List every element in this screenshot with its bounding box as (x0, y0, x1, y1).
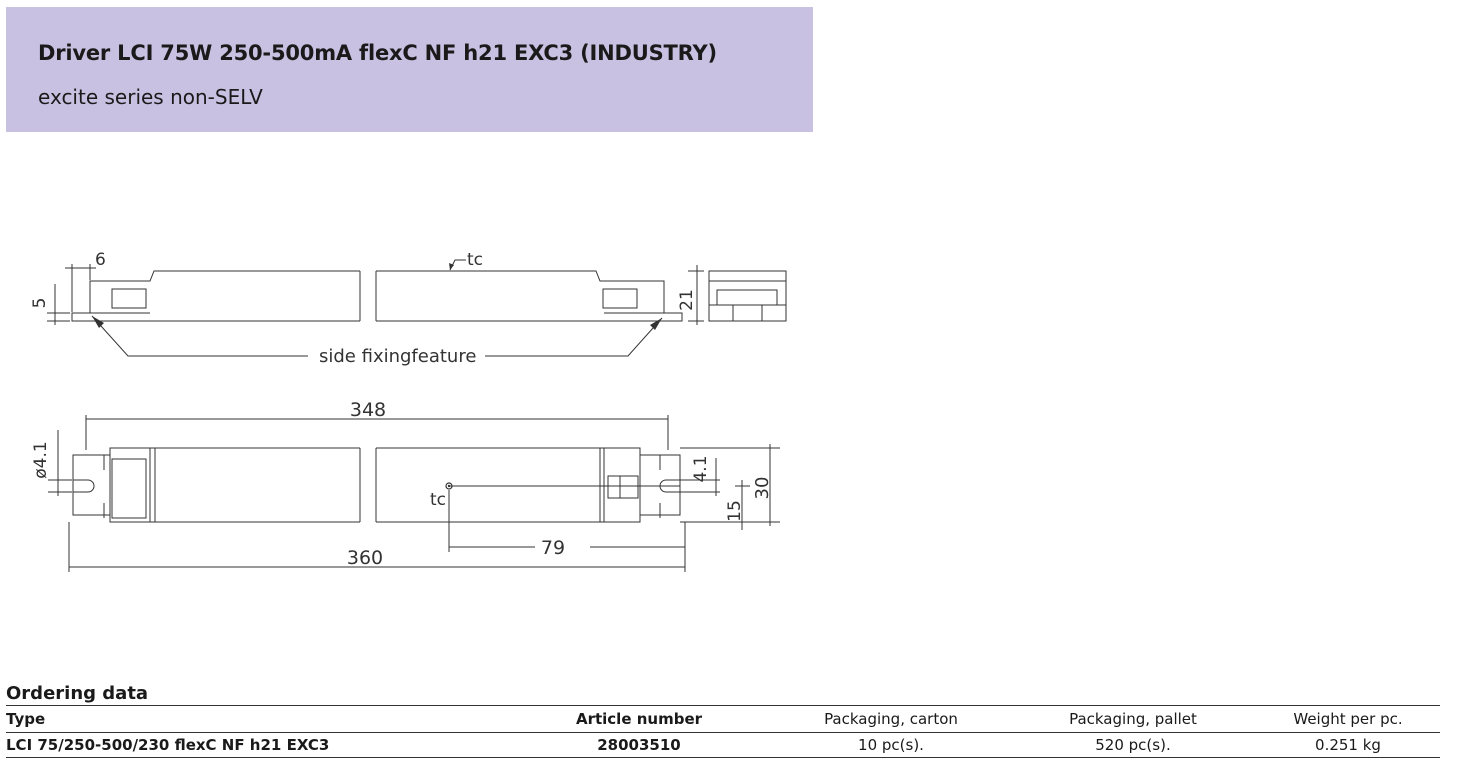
table-header-row: Type Article number Packaging, carton Pa… (6, 705, 1440, 733)
cell-type: LCI 75/250-500/230 flexC NF h21 EXC3 (6, 732, 506, 758)
product-title: Driver LCI 75W 250-500mA flexC NF h21 EX… (38, 41, 717, 65)
tc-top-label: tc (430, 490, 446, 510)
dim-348-label: 348 (350, 399, 386, 421)
side-fixing-label: side fixingfeature (319, 346, 476, 367)
product-header: Driver LCI 75W 250-500mA flexC NF h21 EX… (6, 7, 813, 132)
cell-packaging-carton: 10 pc(s). (772, 732, 1010, 758)
dim-79-label: 79 (541, 537, 565, 559)
column-header-article-number: Article number (506, 705, 772, 733)
cell-weight: 0.251 kg (1256, 732, 1440, 758)
dim-4-1-label: 4.1 (691, 455, 711, 482)
column-header-weight: Weight per pc. (1256, 705, 1440, 733)
dim-360-label: 360 (347, 547, 383, 569)
top-view-housing (72, 447, 681, 523)
dimension-drawing: 6 5 21 tc side fixingfeature 348 360 ø4.… (30, 250, 787, 572)
tc-point-icon (445, 482, 453, 490)
column-header-type: Type (6, 705, 506, 733)
dim-21-label: 21 (677, 289, 697, 311)
side-view-housing (71, 270, 683, 322)
column-header-packaging-carton: Packaging, carton (772, 705, 1010, 733)
column-header-packaging-pallet: Packaging, pallet (1010, 705, 1256, 733)
dim-15-label: 15 (725, 500, 745, 522)
dim-diameter-label: ø4.1 (31, 441, 51, 478)
tc-side-label: tc (467, 250, 483, 270)
dim-6-label: 6 (95, 250, 106, 270)
ordering-data-heading: Ordering data (6, 683, 149, 704)
ordering-table: Type Article number Packaging, carton Pa… (6, 705, 1440, 758)
cell-packaging-pallet: 520 pc(s). (1010, 732, 1256, 758)
end-view-housing (708, 270, 787, 322)
table-row: LCI 75/250-500/230 flexC NF h21 EXC3 280… (6, 732, 1440, 758)
dim-5-label: 5 (30, 298, 50, 309)
ordering-data-section: Ordering data Type Article number Packag… (6, 683, 1440, 758)
dim-30-label: 30 (752, 477, 773, 500)
product-subtitle: excite series non-SELV (38, 85, 263, 109)
cell-article-number: 28003510 (506, 732, 772, 758)
